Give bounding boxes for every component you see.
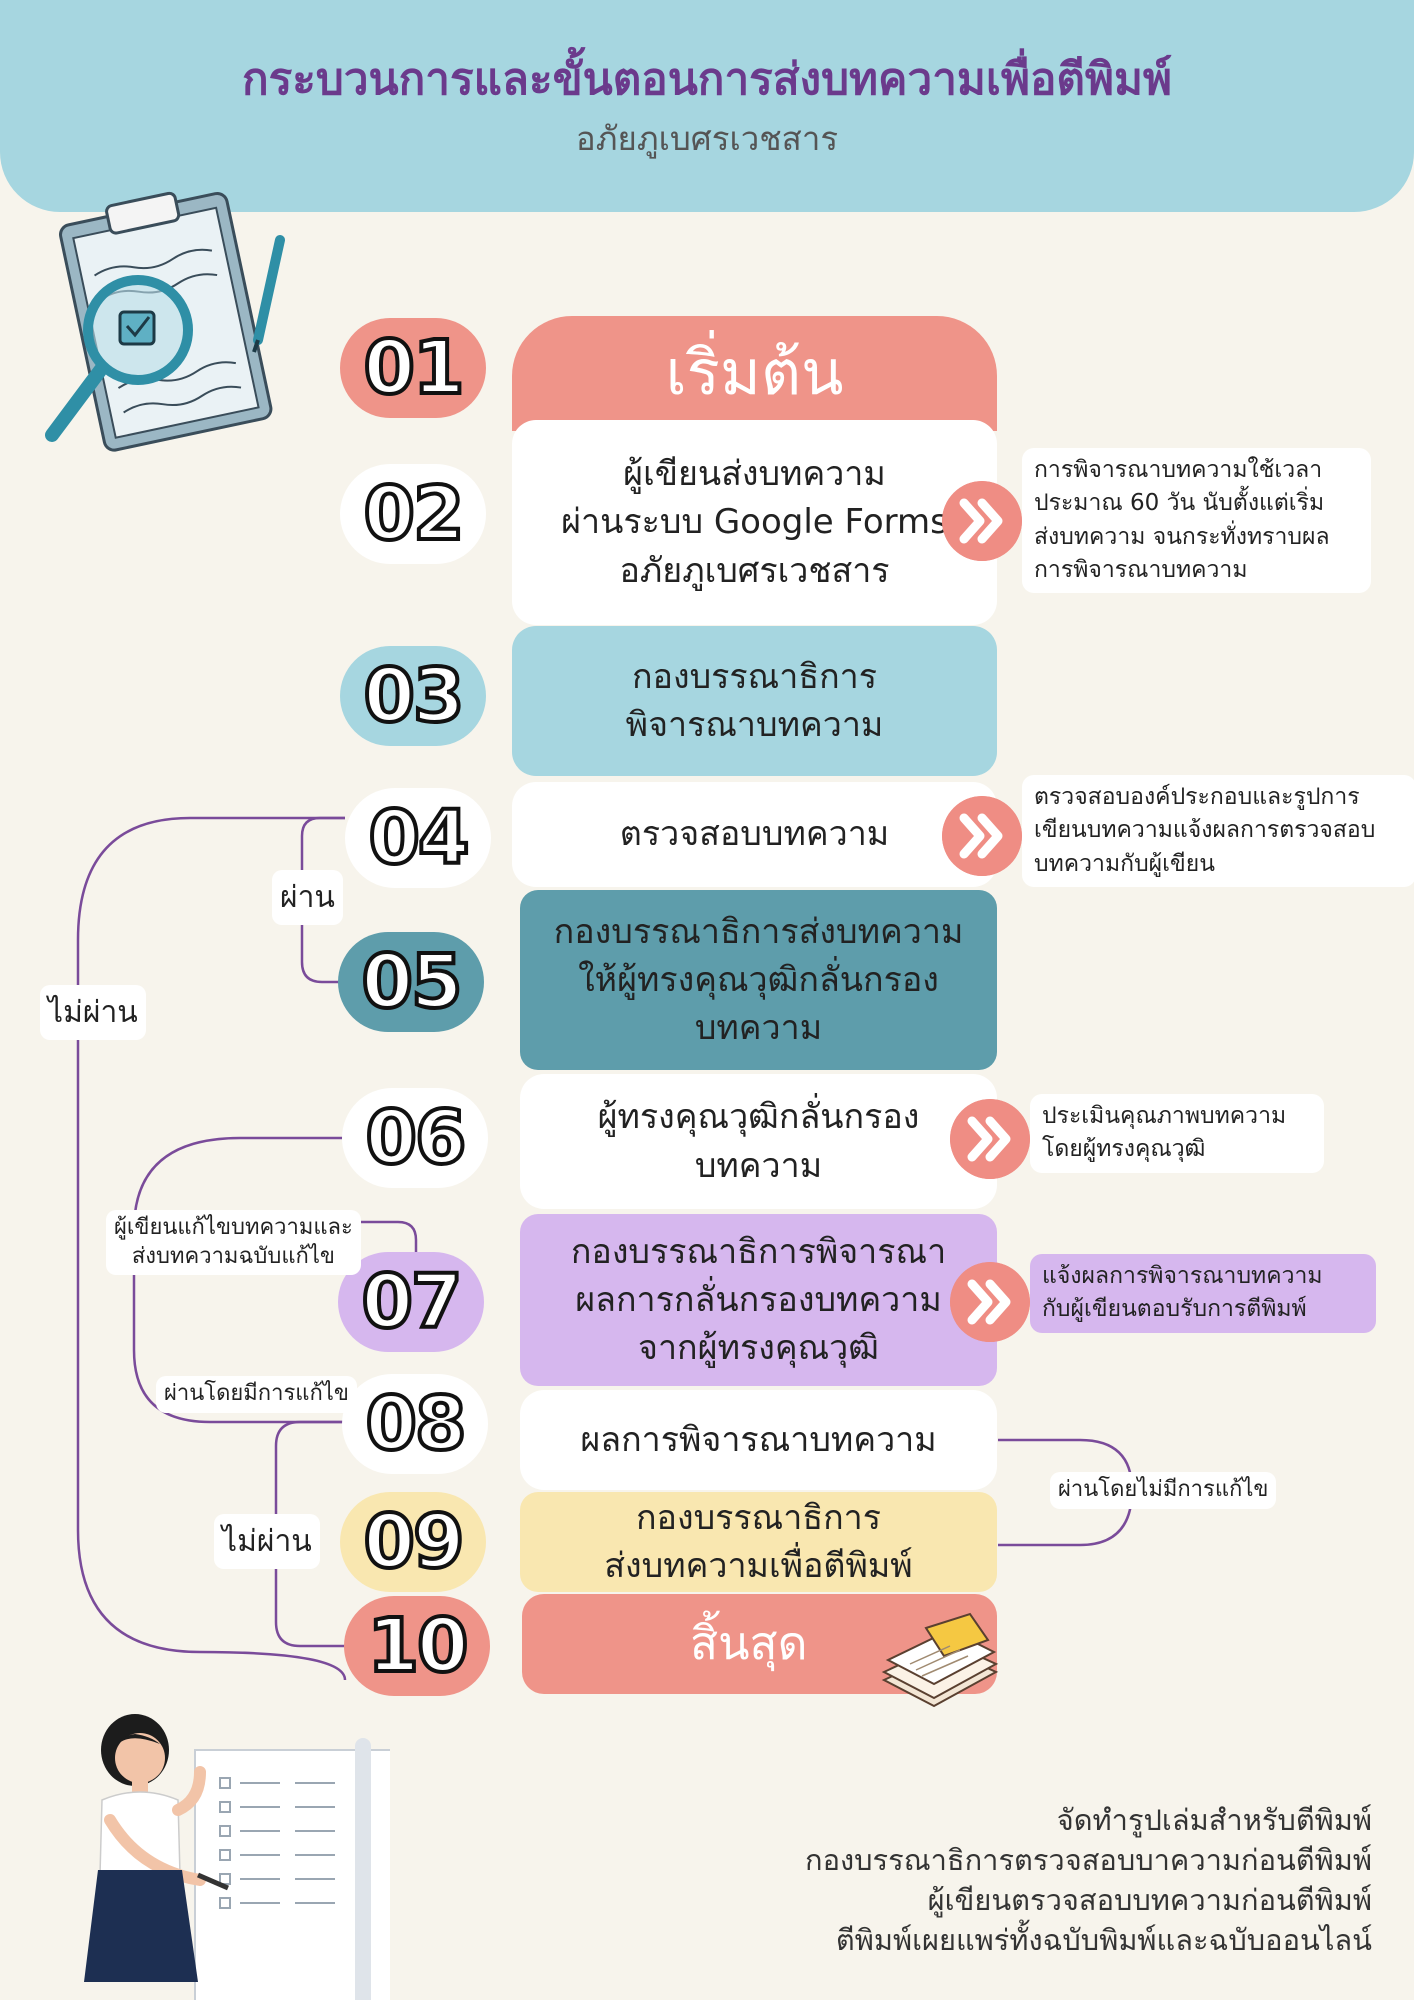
double-chevron-icon (942, 796, 1022, 876)
page-subtitle: อภัยภูเบศรเวชสาร (575, 119, 839, 158)
label-pass: ผ่าน (272, 870, 343, 925)
note-04-line-1: ตรวจสอบองค์ประกอบและรูปการ (1034, 784, 1360, 810)
label-pass-no-revision: ผ่านโดยไม่มีการแก้ไข (1050, 1472, 1277, 1509)
step-07-number: 07 (338, 1252, 484, 1352)
note-step-06: ประเมินคุณภาพบทความ โดยผู้ทรงคุณวุฒิ (1030, 1094, 1324, 1173)
note-06-line-1: ประเมินคุณภาพบทความ (1042, 1103, 1287, 1129)
woman-illustration (84, 1714, 390, 2000)
pen-icon (252, 235, 285, 353)
step-05-line-1: กองบรรณาธิการส่งบทความ (553, 911, 964, 952)
step-07-line-3: จากผู้ทรงคุณวุฒิ (638, 1328, 879, 1369)
footer-line-1: จัดทำรูปเล่มสำหรับตีพิมพ์ (1056, 1803, 1372, 1837)
step-02-line-1: ผู้เขียนส่งบทความ (623, 454, 886, 495)
step-10-number: 10 (344, 1596, 490, 1696)
step-09-line-1: กองบรรณาธิการ (635, 1497, 882, 1538)
page-title: กระบวนการและขั้นตอนการส่งบทความเพื่อตีพิ… (242, 54, 1172, 105)
double-chevron-icon (950, 1262, 1030, 1342)
step-01-line-1: เริ่มต้น (665, 336, 844, 410)
note-04-line-3: บทความกับผู้เขียน (1034, 850, 1215, 877)
step-08-line-1: ผลการพิจารณาบทความ (580, 1419, 937, 1460)
step-05-number: 05 (338, 932, 484, 1032)
step-09-number: 09 (340, 1492, 486, 1592)
footer-list: จัดทำรูปเล่มสำหรับตีพิมพ์ กองบรรณาธิการต… (805, 1800, 1372, 1960)
note-06-line-2: โดยผู้ทรงคุณวุฒิ (1042, 1136, 1206, 1163)
label-revise-line-2: ส่งบทความฉบับแก้ไข (131, 1243, 335, 1269)
note-02-line-2: ประมาณ 60 วัน นับตั้งแต่เริ่ม (1034, 490, 1325, 517)
step-07-line-2: ผลการกลั่นกรองบทความ (575, 1279, 942, 1320)
step-08-box: ผลการพิจารณาบทความ (520, 1390, 997, 1490)
paper-stack-icon (881, 1612, 999, 1708)
footer-line-4: ตีพิมพ์เผยแพร่ทั้งฉบับพิมพ์และฉบับออนไลน… (835, 1923, 1372, 1958)
note-07-line-1: แจ้งผลการพิจารณาบทความ (1042, 1263, 1323, 1289)
note-step-04: ตรวจสอบองค์ประกอบและรูปการ เขียนบทความแจ… (1022, 775, 1414, 888)
note-02-line-3: ส่งบทความ จนกระทั่งทราบผล (1034, 523, 1330, 550)
double-chevron-icon (942, 481, 1022, 561)
step-10-line-1: สิ้นสุด (690, 1616, 808, 1671)
note-step-07: แจ้งผลการพิจารณาบทความ กับผู้เขียนตอบรับ… (1030, 1254, 1376, 1333)
step-03-line-1: กองบรรณาธิการ (631, 656, 878, 697)
step-09-line-2: ส่งบทความเพื่อตีพิมพ์ (604, 1546, 913, 1586)
checklist-board-icon (194, 1738, 390, 2000)
step-05-line-3: บทความ (694, 1008, 823, 1049)
clipboard-icon (45, 191, 285, 452)
label-pass-with-revision: ผ่านโดยมีการแก้ไข (156, 1376, 357, 1413)
step-06-box: ผู้ทรงคุณวุฒิกลั่นกรอง บทความ (520, 1074, 997, 1209)
step-05-line-2: ให้ผู้ทรงคุณวุฒิกลั่นกรอง (578, 959, 939, 1000)
note-07-line-2: กับผู้เขียนตอบรับการตีพิมพ์ (1042, 1296, 1307, 1323)
step-02-line-2: ผ่านระบบ Google Forms (561, 502, 948, 543)
note-04-line-2: เขียนบทความแจ้งผลการตรวจสอบ (1034, 817, 1376, 844)
footer-line-2: กองบรรณาธิการตรวจสอบบาความก่อนตีพิมพ์ (805, 1843, 1372, 1878)
label-fail-left: ไม่ผ่าน (40, 985, 146, 1040)
step-07-line-1: กองบรรณาธิการพิจารณา (570, 1231, 947, 1272)
step-06-line-2: บทความ (694, 1145, 823, 1186)
step-06-number: 06 (342, 1088, 488, 1188)
step-04-box: ตรวจสอบบทความ (512, 782, 997, 887)
magnifier-icon (45, 275, 193, 442)
header-banner (0, 0, 1414, 212)
step-04-number: 04 (345, 788, 491, 888)
step-03-number: 03 (340, 646, 486, 746)
step-02-box: ผู้เขียนส่งบทความ ผ่านระบบ Google Forms … (512, 420, 997, 625)
step-03-box: กองบรรณาธิการ พิจารณาบทความ (512, 626, 997, 776)
step-01-number: 01 (340, 318, 486, 418)
label-fail-inner: ไม่ผ่าน (214, 1514, 320, 1569)
footer-line-3: ผู้เขียนตรวจสอบบทความก่อนตีพิมพ์ (927, 1883, 1372, 1918)
step-03-line-2: พิจารณาบทความ (625, 705, 884, 745)
label-revise: ผู้เขียนแก้ไขบทความและ ส่งบทความฉบับแก้ไ… (106, 1210, 361, 1276)
step-06-line-1: ผู้ทรงคุณวุฒิกลั่นกรอง (597, 1097, 920, 1138)
step-09-box: กองบรรณาธิการ ส่งบทความเพื่อตีพิมพ์ (520, 1492, 997, 1592)
step-05-box: กองบรรณาธิการส่งบทความ ให้ผู้ทรงคุณวุฒิก… (520, 890, 997, 1070)
label-revise-line-1: ผู้เขียนแก้ไขบทความและ (114, 1215, 353, 1240)
double-chevron-icon (950, 1099, 1030, 1179)
step-01-box: เริ่มต้น (512, 316, 997, 431)
step-07-box: กองบรรณาธิการพิจารณา ผลการกลั่นกรองบทควา… (520, 1214, 997, 1386)
step-02-number: 02 (340, 464, 486, 564)
note-02-line-1: การพิจารณาบทความใช้เวลา (1034, 457, 1323, 483)
note-02-line-4: การพิจารณาบทความ (1034, 557, 1248, 584)
step-04-line-1: ตรวจสอบบทความ (619, 814, 890, 855)
note-step-02: การพิจารณาบทความใช้เวลา ประมาณ 60 วัน นั… (1022, 448, 1371, 594)
step-02-line-3: อภัยภูเบศรเวชสาร (619, 550, 890, 591)
step-08-number: 08 (342, 1374, 488, 1474)
